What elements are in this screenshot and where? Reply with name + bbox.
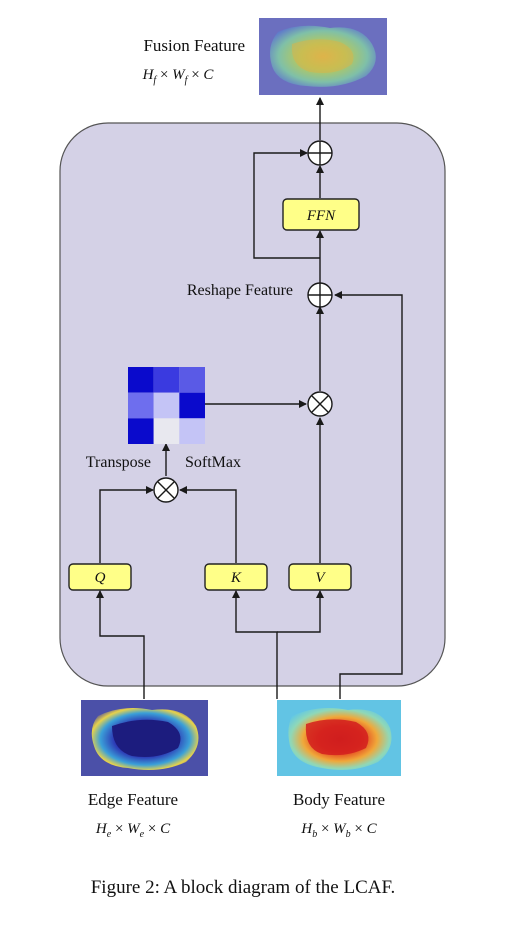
body-feature-dims: Hb × Wb × C [300, 821, 377, 840]
wire-body-to-k [232, 590, 278, 699]
matrix-cell [153, 367, 180, 393]
softmax-label: SoftMax [185, 454, 241, 471]
reshape-feature-label: Reshape Feature [187, 282, 293, 299]
wire-edge-to-q [96, 590, 145, 699]
k-block: K [204, 563, 268, 591]
k-label: K [230, 570, 242, 586]
wire-body-residual [334, 291, 403, 699]
wire-residual-ffn [253, 149, 320, 259]
multiply-icon [307, 391, 333, 417]
attention-matrix [128, 367, 205, 444]
multiply-icon [153, 477, 179, 503]
ffn-label: FFN [306, 208, 336, 224]
wire-body-to-v [277, 590, 324, 633]
matrix-cell [179, 418, 205, 444]
figure-caption: Figure 2: A block diagram of the LCAF. [91, 877, 396, 898]
matrix-cell [153, 418, 180, 444]
fusion-feature-dims: Hf × Wf × C [142, 67, 215, 86]
transpose-label: Transpose [86, 454, 151, 471]
matrix-cell [153, 392, 180, 419]
fusion-feature-image [259, 18, 387, 95]
body-feature-title: Body Feature [293, 790, 385, 809]
wire-q-to-mul [99, 486, 154, 563]
ffn-block: FFN [282, 198, 360, 231]
matrix-cell [179, 367, 205, 393]
add-icon [307, 282, 333, 308]
matrix-cell [128, 392, 154, 419]
edge-feature-title: Edge Feature [88, 790, 178, 809]
q-label: Q [95, 570, 106, 586]
add-icon [307, 140, 333, 166]
fusion-feature-title: Fusion Feature [143, 36, 245, 55]
v-block: V [288, 563, 352, 591]
body-feature-image [277, 700, 401, 776]
matrix-cell [128, 418, 154, 444]
edge-feature-dims: He × We × C [95, 821, 171, 840]
wire-k-to-mul [179, 486, 237, 563]
matrix-cell [128, 367, 154, 393]
edge-feature-image [81, 700, 208, 776]
v-label: V [315, 570, 326, 586]
q-block: Q [68, 563, 132, 591]
matrix-cell [179, 392, 205, 419]
